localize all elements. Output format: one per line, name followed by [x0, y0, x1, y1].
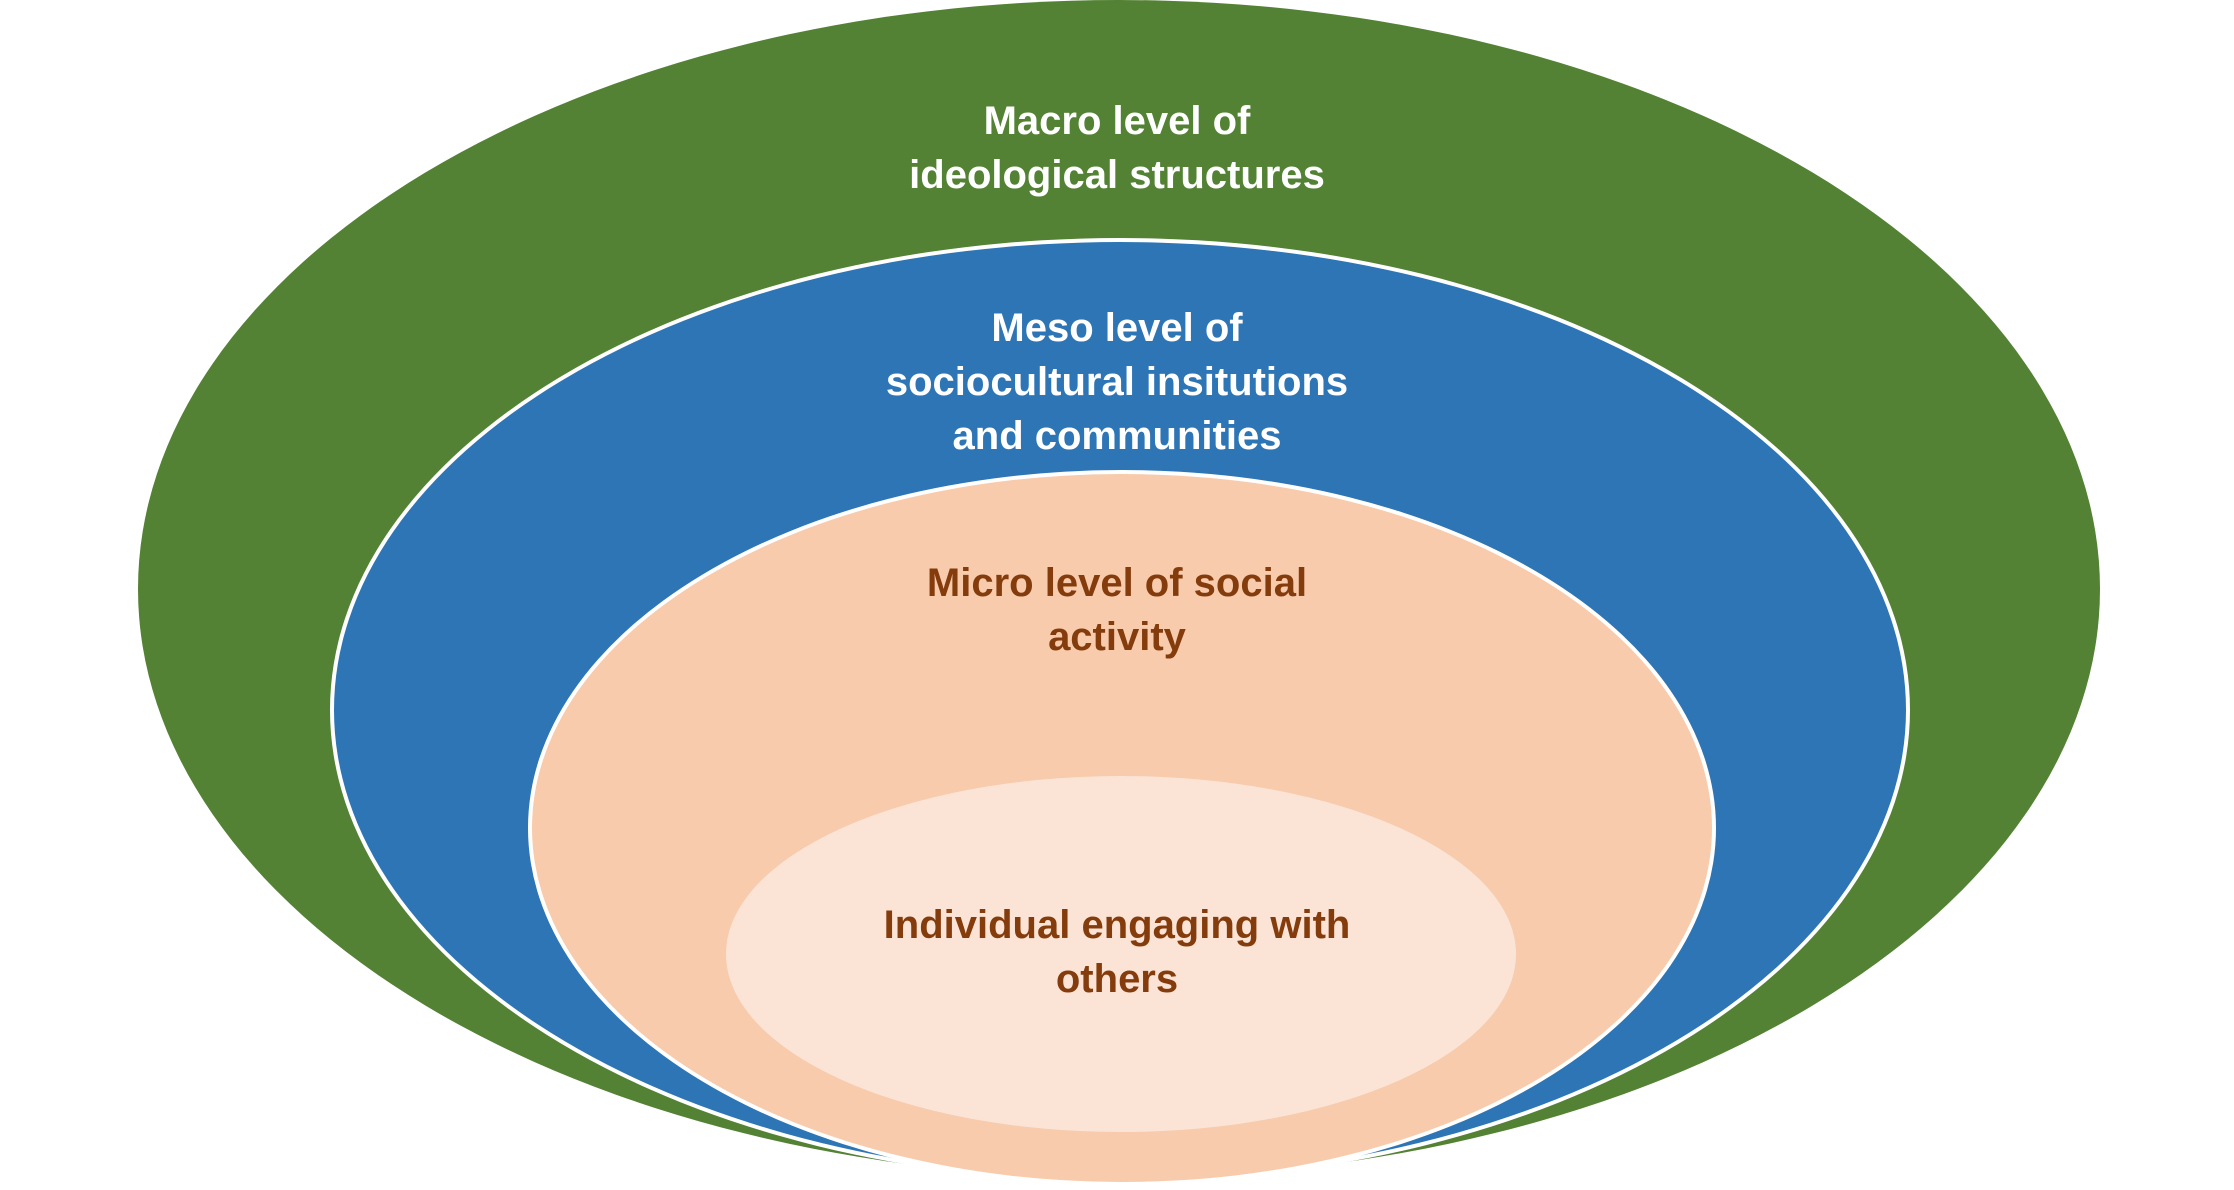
- micro-level-label: Micro level of social activity: [0, 556, 2234, 664]
- individual-label-line: Individual engaging with: [883, 903, 1351, 947]
- meso-label-line: Meso level of: [991, 306, 1243, 350]
- macro-label-line: Macro level of: [983, 99, 1251, 143]
- meso-level-label: Meso level of sociocultural insitutions …: [0, 301, 2234, 463]
- individual-level-label: Individual engaging with others: [0, 898, 2234, 1006]
- macro-label-line: ideological structures: [909, 153, 1325, 197]
- micro-label-line: activity: [1048, 615, 1186, 659]
- macro-level-label: Macro level of ideological structures: [0, 94, 2234, 202]
- meso-label-line: and communities: [952, 414, 1282, 458]
- micro-label-line: Micro level of social: [926, 561, 1308, 605]
- individual-label-line: others: [1055, 957, 1179, 1001]
- meso-label-line: sociocultural insitutions: [885, 360, 1349, 404]
- individual-level-ellipse: [726, 776, 1516, 1132]
